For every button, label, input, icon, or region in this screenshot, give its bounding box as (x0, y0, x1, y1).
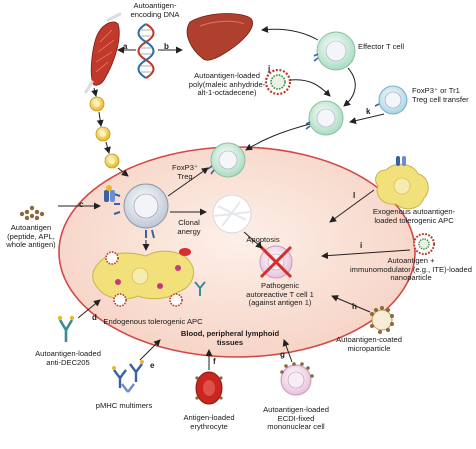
apoptotic-cell (212, 194, 252, 234)
liver-icon (186, 13, 253, 61)
letter-a: a (123, 42, 128, 51)
label-ecdi-cell: Autoantigen-loaded ECDI-fixed mononuclea… (263, 405, 329, 432)
antigen-loaded-erythrocyte (195, 371, 223, 405)
letter-i: i (360, 241, 363, 250)
label-coated-microparticle: Autoantigen-coated microparticle (336, 335, 402, 353)
arrow-j (289, 79, 331, 97)
pmhc-multimer-icon (112, 360, 144, 393)
immunomodulator-nanoparticle (413, 233, 435, 255)
letter-d: d (92, 313, 97, 322)
central-apc (113, 183, 169, 239)
arrow-l (329, 189, 375, 223)
label-foxp3-treg: FoxP3⁺ Treg (165, 163, 205, 181)
label-clonal-anergy: Clonal anergy (177, 218, 201, 236)
label-blood-tissues: Blood, peripheral lymphoid tissues (180, 329, 280, 347)
mhc-molecule-icon (104, 185, 115, 202)
tissue-treg-cell (207, 142, 246, 178)
label-foxp3-tr1-line2: Treg cell transfer (412, 94, 469, 104)
label-pathogenic-t-cell: Pathogenic autoreactive T cell 1 (agains… (246, 281, 314, 308)
letter-f: f (213, 357, 216, 366)
arrow-apc-to-treg (167, 167, 209, 197)
arrow-treg-to-tissue (245, 123, 311, 151)
antigen-particle-1 (89, 96, 105, 112)
treg-converted-cell (305, 100, 344, 136)
coated-microparticle (370, 306, 394, 334)
label-endogenous-apc: Endogenous tolerogenic APC (103, 317, 203, 326)
arrow-muscle-to-particle (91, 87, 98, 97)
label-exogenous-apc: Exogenous autoantigen- loaded tolerogeni… (372, 207, 456, 225)
label-foxp3-treg-line1: FoxP3⁺ (172, 163, 198, 172)
arrow-i (321, 249, 411, 260)
arrow-g (282, 339, 293, 363)
anti-dec205-antibody (57, 315, 75, 342)
arrow-k (349, 113, 385, 125)
label-foxp3-treg-line2: Treg (177, 171, 193, 181)
label-effector-t-cell: Effector T cell (358, 42, 405, 51)
arrow-d (77, 299, 101, 319)
polymer-nanoparticle (264, 68, 292, 96)
label-loaded-polymer: Autoantigen-loaded poly(maleic anhydride… (188, 71, 266, 98)
label-foxp3-tr1-line1: FoxP3⁺ or Tr1 (412, 86, 460, 95)
antigen-particle-3 (104, 153, 120, 169)
letter-j: j (268, 64, 271, 73)
letter-h: h (352, 302, 357, 311)
letter-b: b (164, 42, 169, 51)
exogenous-tolerogenic-apc (375, 156, 429, 210)
arrow-particle-to-apc (117, 167, 129, 177)
apc-nanoparticle-2 (169, 293, 183, 307)
apc-red-cell-icon (179, 248, 191, 256)
label-pmhc: pMHC multimers (95, 401, 153, 410)
arrow-h (331, 295, 371, 313)
arrow-effector-to-treg (343, 67, 356, 107)
apc-nanoparticle-3 (113, 293, 127, 307)
ecdi-mononuclear-cell (280, 362, 314, 396)
arrow-effector-to-liver (261, 25, 319, 41)
effector-t-cell (313, 31, 356, 71)
endogenous-tolerogenic-apc (92, 250, 194, 300)
pathogenic-t-cell (259, 245, 293, 279)
autoantigen-peptide-cluster (19, 205, 45, 221)
letter-e: e (150, 361, 155, 370)
label-erythrocyte: Antigen-loaded erythrocyte (183, 413, 235, 431)
apc-nanoparticle-1 (105, 251, 119, 265)
arrow-e (139, 339, 161, 361)
label-foxp3-tr1: FoxP3⁺ or Tr1 Treg cell transfer (412, 86, 476, 104)
label-anti-dec205: Autoantigen-loaded anti-DEC205 (35, 349, 101, 367)
muscle-icon (84, 12, 122, 94)
label-autoantigen-left: Autoantigen (peptide, APL, whole antigen… (6, 223, 56, 250)
arrow-particle-2-3 (104, 141, 111, 154)
letter-k: k (366, 107, 371, 116)
letter-g: g (280, 350, 285, 359)
label-apoptosis: Apoptosis (246, 235, 280, 244)
apc-antibody-icon (194, 281, 206, 296)
arrow-apoptosis-to-pathogenic (243, 231, 263, 249)
letter-l: l (353, 191, 356, 200)
arrow-particle-1-2 (96, 111, 104, 127)
foxp3-tr1-cell (374, 85, 408, 115)
antigen-particle-2 (95, 126, 111, 142)
dna-icon (137, 23, 155, 79)
letter-c: c (79, 200, 84, 209)
label-autoantigen-dna: Autoantigen- encoding DNA (130, 1, 180, 19)
label-immunomodulator: Autoantigen + immunomodulator (e.g., ITE… (350, 256, 472, 283)
